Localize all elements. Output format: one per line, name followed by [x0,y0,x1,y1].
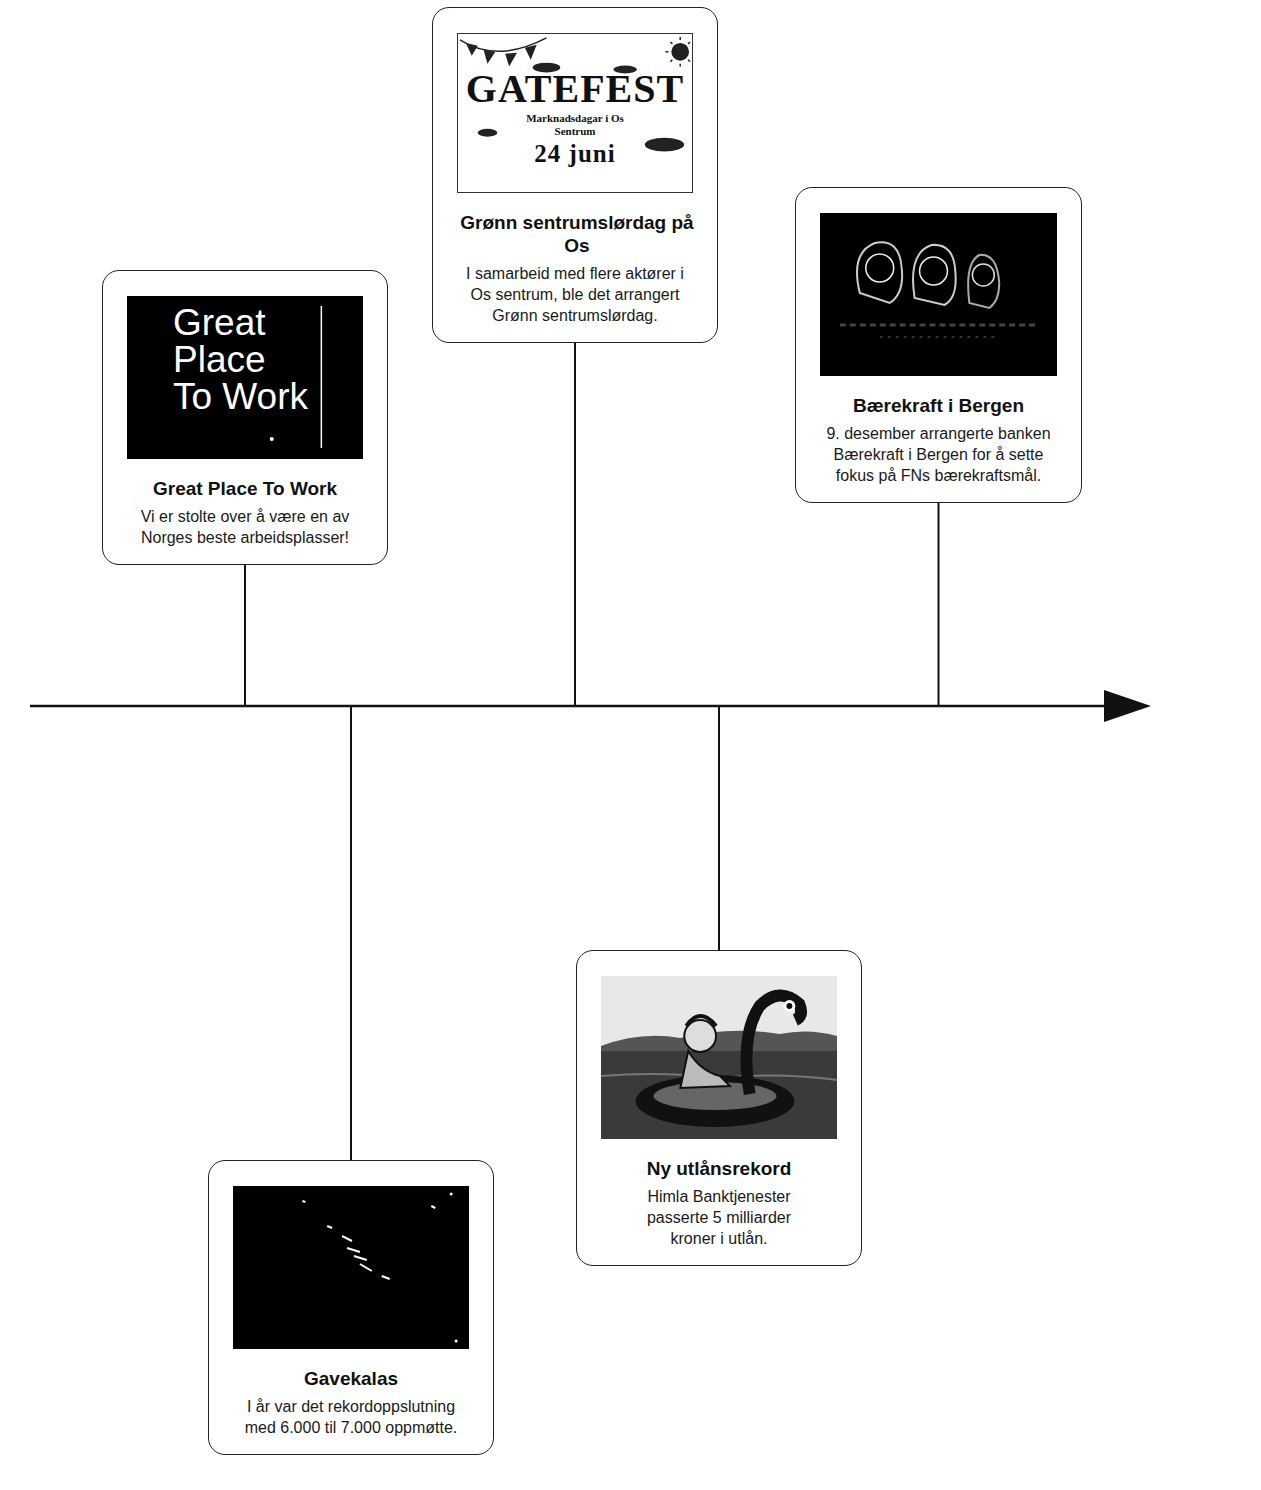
timeline-card: Bærekraft i Bergen 9. desember arrangerte… [795,187,1082,503]
poster-title: GATEFEST [458,68,692,110]
card-illustration [601,976,837,1139]
card-illustration [233,1186,469,1349]
poster-date: 24 juni [458,140,692,168]
timeline-stem [938,503,940,706]
timeline-stem [718,706,720,950]
card-picture: GATEFESTMarknadsdagar i Os Sentrum24 jun… [457,33,693,193]
card-picture [601,976,837,1139]
timeline-axis [30,705,1108,708]
axis-arrowhead [1104,690,1151,722]
card-heading: Ny utlånsrekord [601,1157,837,1180]
timeline-stem [244,565,246,706]
card-text: I samarbeid med flere aktører i Os sentr… [463,263,688,326]
card-picture [820,213,1057,376]
card-text: Vi er stolte over å være en av Norges be… [133,506,358,548]
card-heading: Bærekraft i Bergen [820,394,1057,417]
timeline-card: Ny utlånsrekordHimla Banktjenester passe… [576,950,862,1266]
card-picture: Great Place To Work [127,296,363,459]
timeline-stem [574,343,576,706]
timeline-stem [350,706,352,1160]
card-text: I år var det rekordoppslutning med 6.000… [239,1396,464,1438]
card-picture [233,1186,469,1349]
timeline-card: GATEFESTMarknadsdagar i Os Sentrum24 jun… [432,7,718,343]
card-text: Himla Banktjenester passerte 5 milliarde… [624,1186,814,1249]
card-illustration [820,213,1057,376]
logo-text: Great Place To Work [173,304,313,415]
card-heading: Grønn sentrumslørdag på Os [457,211,697,257]
card-text: 9. desember arrangerte banken Bærekraft … [821,423,1056,486]
card-heading: Gavekalas [233,1367,469,1390]
timeline-card: Gavekalas I år var det rekordoppslutning … [208,1160,494,1455]
timeline-card: Great Place To WorkGreat Place To WorkVi… [102,270,388,565]
card-heading: Great Place To Work [127,477,363,500]
poster-subtitle: Marknadsdagar i Os Sentrum [520,112,630,138]
